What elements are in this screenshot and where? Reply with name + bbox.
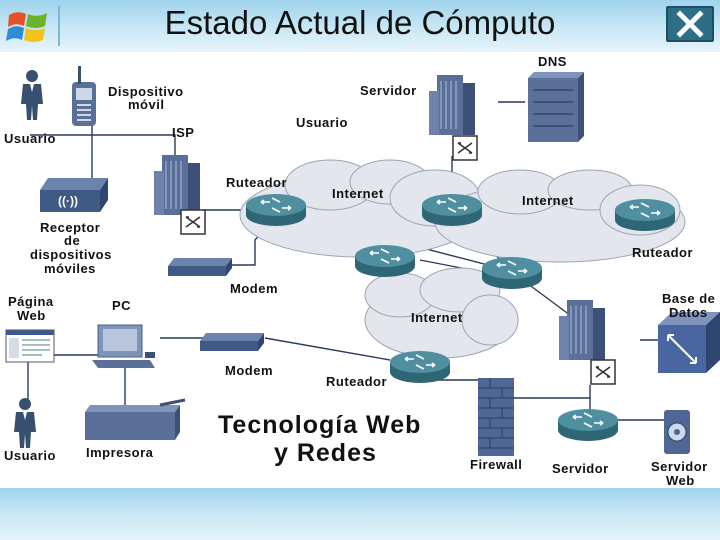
- label-pc: PC: [112, 298, 131, 313]
- label-user-bottom: Usuario: [4, 448, 56, 463]
- router-top-center: [421, 193, 483, 227]
- windows-logo-icon: [6, 12, 47, 42]
- database-switch-icon: [590, 359, 616, 385]
- isp-building-icon: [153, 154, 201, 216]
- label-receiver-2: de: [64, 233, 80, 248]
- label-web-server-1: Servidor: [651, 459, 708, 474]
- label-mobile-device-1: Dispositivo: [108, 84, 184, 99]
- label-internet-2: Internet: [522, 193, 574, 208]
- internet-cloud-3: [364, 267, 519, 359]
- internet-cloud-1: [239, 159, 481, 258]
- label-internet-1: Internet: [332, 186, 384, 201]
- label-modem-top: Modem: [230, 281, 278, 296]
- mobile-device-icon: [72, 66, 96, 126]
- label-user-top: Usuario: [4, 131, 56, 146]
- label-web-server-2: Web: [666, 473, 695, 488]
- receiver-icon: ((·)): [40, 178, 108, 212]
- top-server-building-icon: [428, 74, 476, 136]
- title-separator: [58, 6, 60, 46]
- caption-line-1: Tecnología Web: [218, 411, 421, 439]
- router-bottom: [389, 350, 451, 384]
- router-top-left: [245, 193, 307, 227]
- label-receiver-3: dispositivos: [30, 247, 112, 262]
- top-server-switch-icon: [452, 135, 478, 161]
- database-building-icon: [558, 299, 606, 361]
- printer-icon: [85, 398, 186, 440]
- close-button[interactable]: [666, 6, 714, 42]
- router-server-bottom: [557, 408, 619, 442]
- label-router-bottom: Ruteador: [326, 374, 387, 389]
- label-isp: ISP: [172, 125, 194, 140]
- pc-icon: [92, 324, 155, 368]
- label-server-top: Servidor: [360, 83, 417, 98]
- label-router-right: Ruteador: [632, 245, 693, 260]
- dns-server-icon: [528, 72, 584, 142]
- label-user-mid: Usuario: [296, 115, 348, 130]
- web-page-icon: [5, 329, 55, 363]
- diagram-labels: DNS Dispositivo móvil Servidor Usuario I…: [4, 54, 715, 488]
- label-web-page-2: Web: [17, 308, 46, 323]
- label-mobile-device-2: móvil: [128, 97, 164, 112]
- label-printer: Impresora: [86, 445, 154, 460]
- router-top-right: [614, 198, 676, 232]
- router-center: [354, 244, 416, 278]
- label-web-page-1: Página: [8, 294, 54, 309]
- label-receiver-4: móviles: [44, 261, 96, 276]
- close-icon: [676, 10, 704, 38]
- firewall-icon: [478, 378, 514, 456]
- label-modem-bottom: Modem: [225, 363, 273, 378]
- modem-top-icon: [168, 258, 232, 276]
- window-title: Estado Actual de Cómputo: [164, 4, 556, 41]
- database-icon: [658, 312, 720, 373]
- label-dns: DNS: [538, 54, 567, 69]
- label-database-2: Datos: [669, 305, 708, 320]
- svg-text:((·)): ((·)): [58, 194, 78, 208]
- label-database-1: Base de: [662, 291, 715, 306]
- caption-line-2: y Redes: [274, 439, 377, 467]
- router-center-right: [481, 256, 543, 290]
- label-firewall: Firewall: [470, 457, 522, 472]
- user-bottom-icon: [14, 398, 36, 448]
- label-receiver-1: Receptor: [40, 220, 100, 235]
- isp-switch-icon: [180, 209, 206, 235]
- user-top-icon: [21, 70, 43, 120]
- label-server-bottom: Servidor: [552, 461, 609, 476]
- bottom-band: [0, 488, 720, 540]
- web-server-icon: [664, 410, 690, 454]
- modem-bottom-icon: [200, 333, 264, 351]
- label-router-top: Ruteador: [226, 175, 287, 190]
- label-internet-3: Internet: [411, 310, 463, 325]
- title-bar: Estado Actual de Cómputo: [0, 0, 720, 52]
